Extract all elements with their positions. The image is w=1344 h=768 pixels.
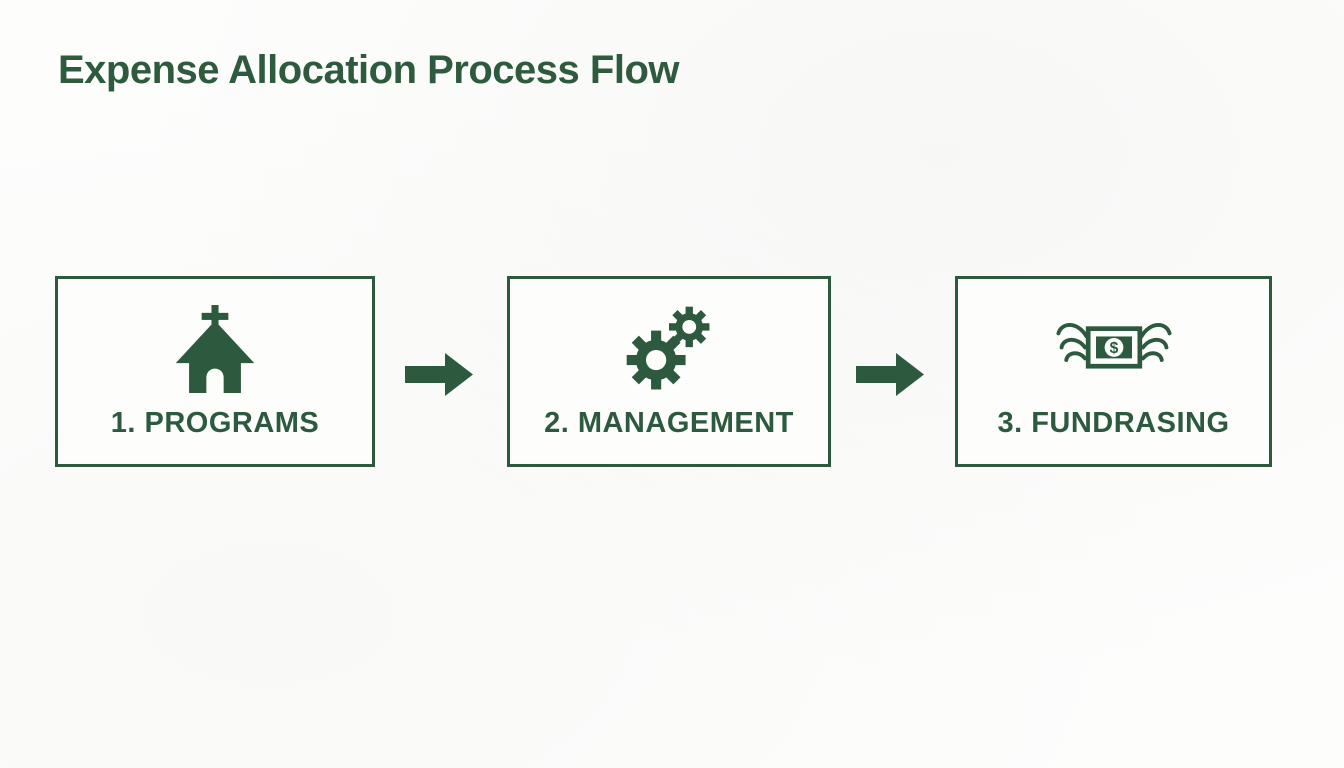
arrow-right-icon [405,351,473,398]
gears-icon [622,303,716,395]
church-icon [170,303,260,395]
step-box-programs: 1. PROGRAMS [55,276,375,467]
arrow-right-icon [856,351,924,398]
page-title: Expense Allocation Process Flow [58,48,679,92]
step-box-fundrasing: $ 3. FUNDRASING [955,276,1272,467]
step-label-programs: 1. PROGRAMS [110,407,320,439]
winged-money-icon: $ [1055,303,1173,395]
step-label-fundrasing: 3. FUNDRASING [997,407,1230,439]
step-box-management: 2. MANAGEMENT [507,276,831,467]
step-label-management: 2. MANAGEMENT [544,407,794,439]
dollar-sign-glyph: $ [1109,340,1118,357]
